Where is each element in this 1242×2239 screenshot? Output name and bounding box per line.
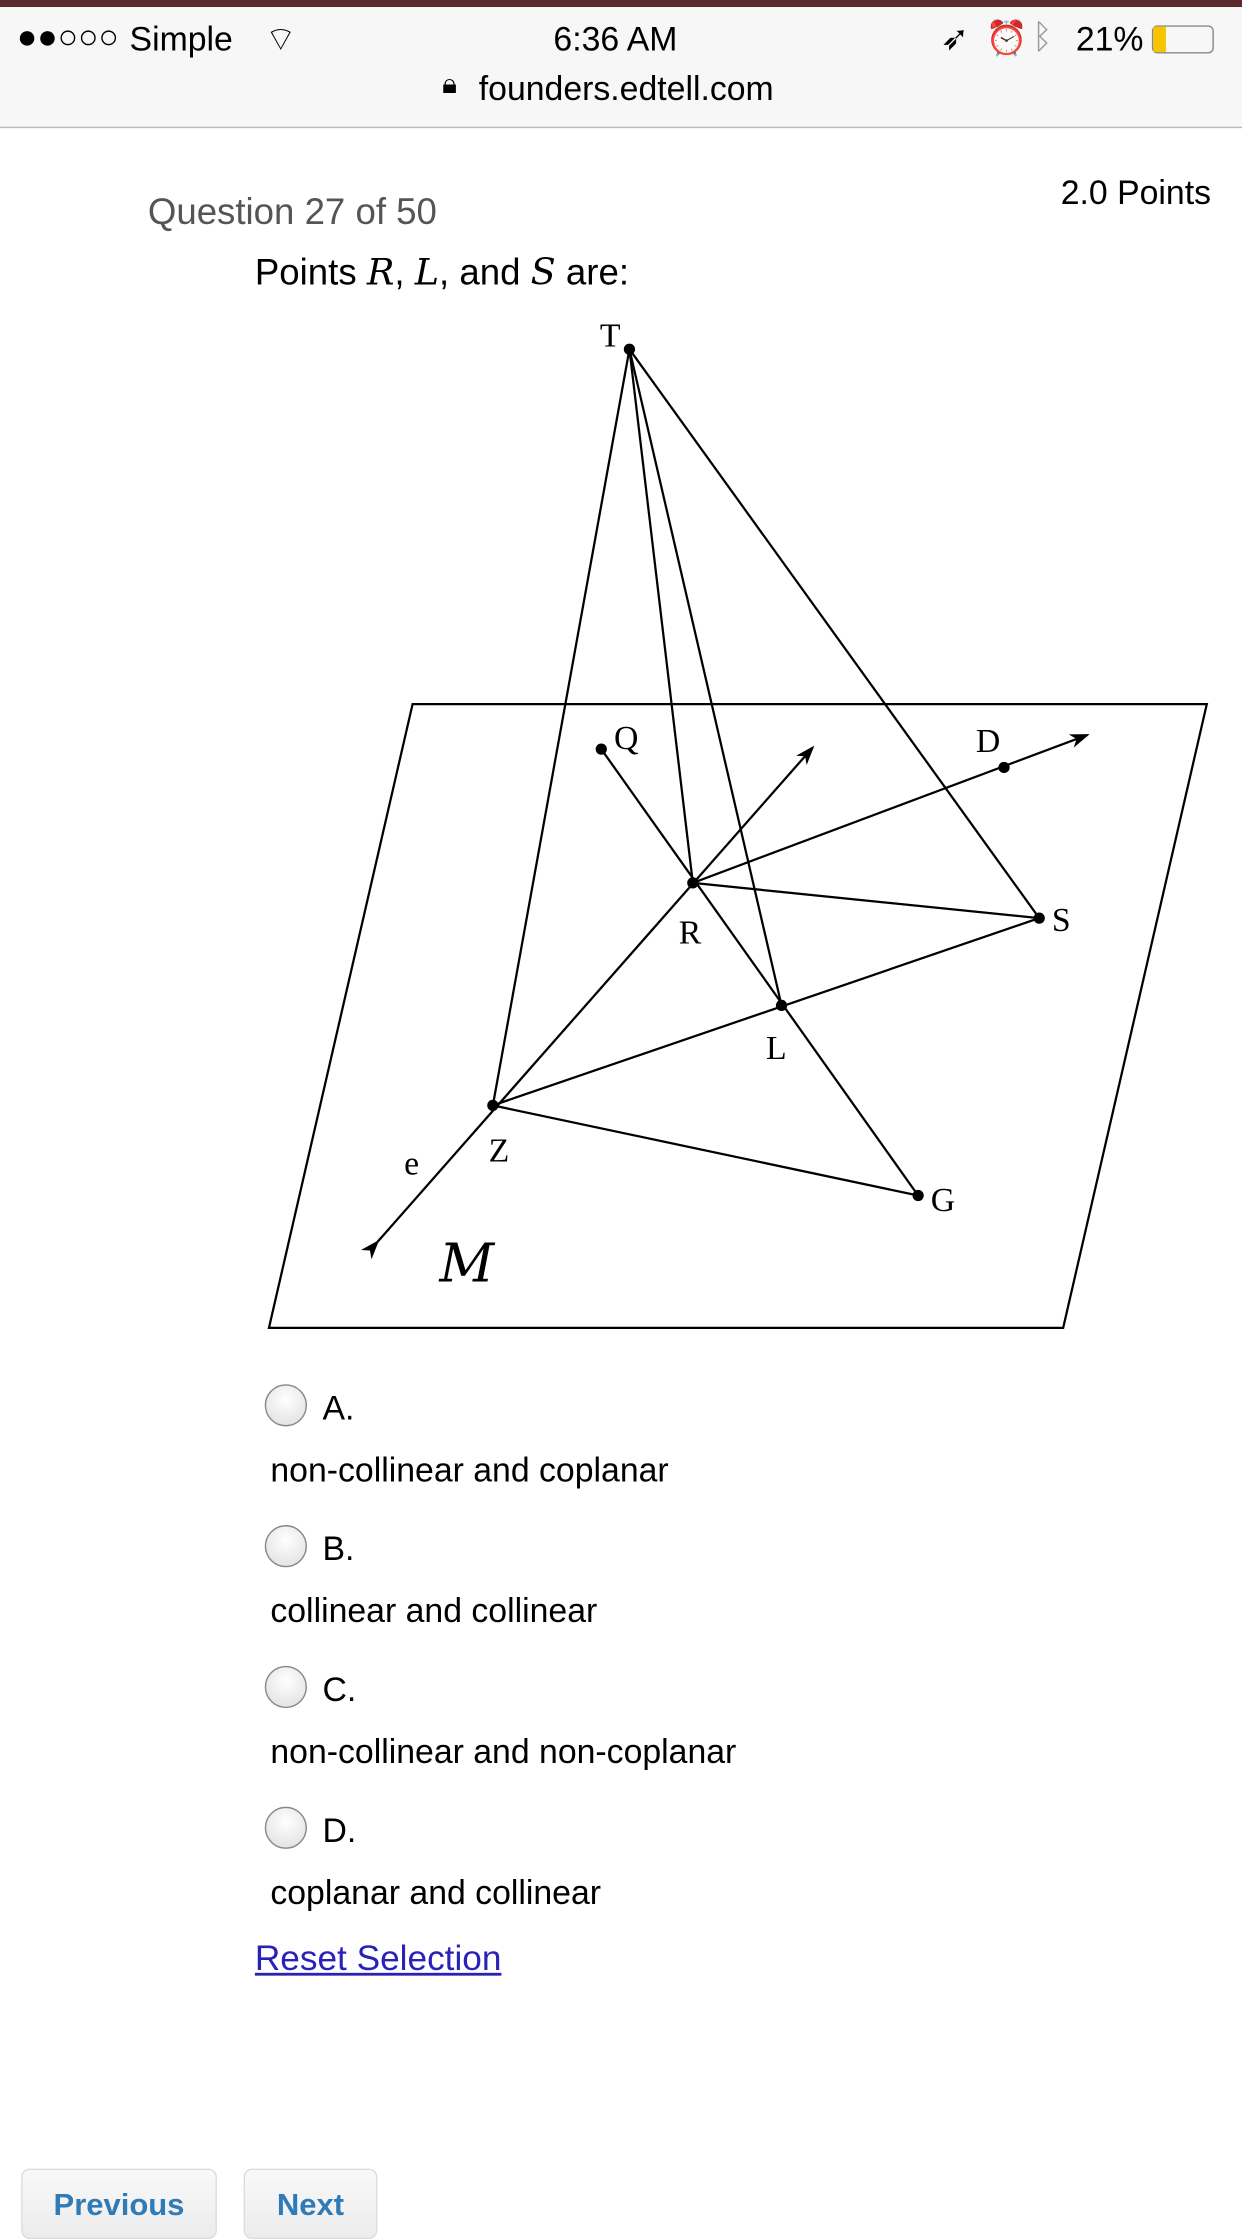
segment-tl [628, 348, 783, 1006]
option-letter: D. [322, 1812, 357, 1851]
carrier-label: Simple [129, 21, 233, 60]
line-e [360, 745, 815, 1260]
top-strip [0, 0, 1242, 8]
label-r: R [679, 914, 702, 951]
point-t [623, 343, 636, 355]
label-plane-m: M [438, 1231, 495, 1294]
alarm-icon: ⏰ [985, 19, 1028, 58]
point-q [595, 743, 607, 755]
plane-m [267, 702, 1209, 1330]
option-text[interactable]: collinear and collinear [270, 1592, 598, 1631]
radio-b[interactable] [264, 1525, 307, 1568]
option-text[interactable]: non-collinear and non-coplanar [270, 1733, 737, 1772]
label-t: T [600, 317, 621, 354]
label-l: L [766, 1030, 787, 1067]
segment-ts [628, 348, 1041, 919]
segment-zs [492, 917, 1040, 1107]
point-s [1033, 912, 1045, 924]
battery-icon [1151, 25, 1214, 54]
question-points: 2.0 Points [1060, 174, 1212, 213]
option-letter: C. [322, 1671, 357, 1710]
url-label[interactable]: founders.edtell.com [478, 70, 774, 109]
battery-percent: 21% [1075, 21, 1144, 60]
label-g: G [931, 1182, 955, 1219]
option-letter: B. [322, 1530, 355, 1569]
label-q: Q [614, 720, 638, 757]
wifi-icon: ⌔ [264, 21, 297, 60]
point-r [687, 877, 699, 889]
question-number: Question 27 of 50 [147, 190, 437, 233]
option-text[interactable]: coplanar and collinear [270, 1874, 602, 1913]
question-prompt: Points R, L, and S are: [255, 251, 629, 295]
segment-tz [491, 349, 631, 1106]
point-l: L [414, 252, 440, 295]
point-d [998, 761, 1010, 774]
ray-rd [692, 734, 1090, 884]
prompt-text: , and [439, 250, 531, 293]
point-g [912, 1189, 924, 1202]
time-label: 6:36 AM [553, 21, 678, 60]
radio-c[interactable] [264, 1665, 307, 1709]
point-z [487, 1099, 499, 1112]
lock-icon: 🔒︎ [442, 68, 458, 100]
previous-button[interactable]: Previous [21, 2168, 217, 2239]
label-e: e [404, 1145, 419, 1182]
radio-a[interactable] [264, 1384, 307, 1427]
point-l [775, 999, 788, 1012]
status-bar: ●●○○○ Simple ⌔ 6:36 AM ➶ ⏰ ᛒ 21% 🔒︎ foun… [0, 7, 1242, 129]
radio-d[interactable] [264, 1806, 307, 1849]
next-button[interactable]: Next [243, 2168, 378, 2239]
segment-zg [492, 1104, 919, 1197]
option-text[interactable]: non-collinear and coplanar [270, 1451, 669, 1490]
reset-selection-link[interactable]: Reset Selection [254, 1939, 502, 1979]
point-s: S [530, 252, 556, 295]
prompt-text: Points [254, 250, 367, 293]
option-letter: A. [322, 1389, 355, 1428]
point-r: R [366, 252, 395, 295]
battery-fill [1153, 26, 1166, 53]
prompt-text: are: [555, 250, 630, 293]
label-z: Z [489, 1133, 510, 1170]
signal-icon: ●●○○○ [16, 18, 119, 57]
location-icon: ➶ [940, 19, 969, 58]
label-s: S [1052, 902, 1071, 939]
bluetooth-icon: ᛒ [1032, 18, 1053, 57]
prompt-text: , [394, 250, 415, 293]
segment-rs [692, 881, 1040, 920]
label-d: D [976, 723, 1000, 760]
